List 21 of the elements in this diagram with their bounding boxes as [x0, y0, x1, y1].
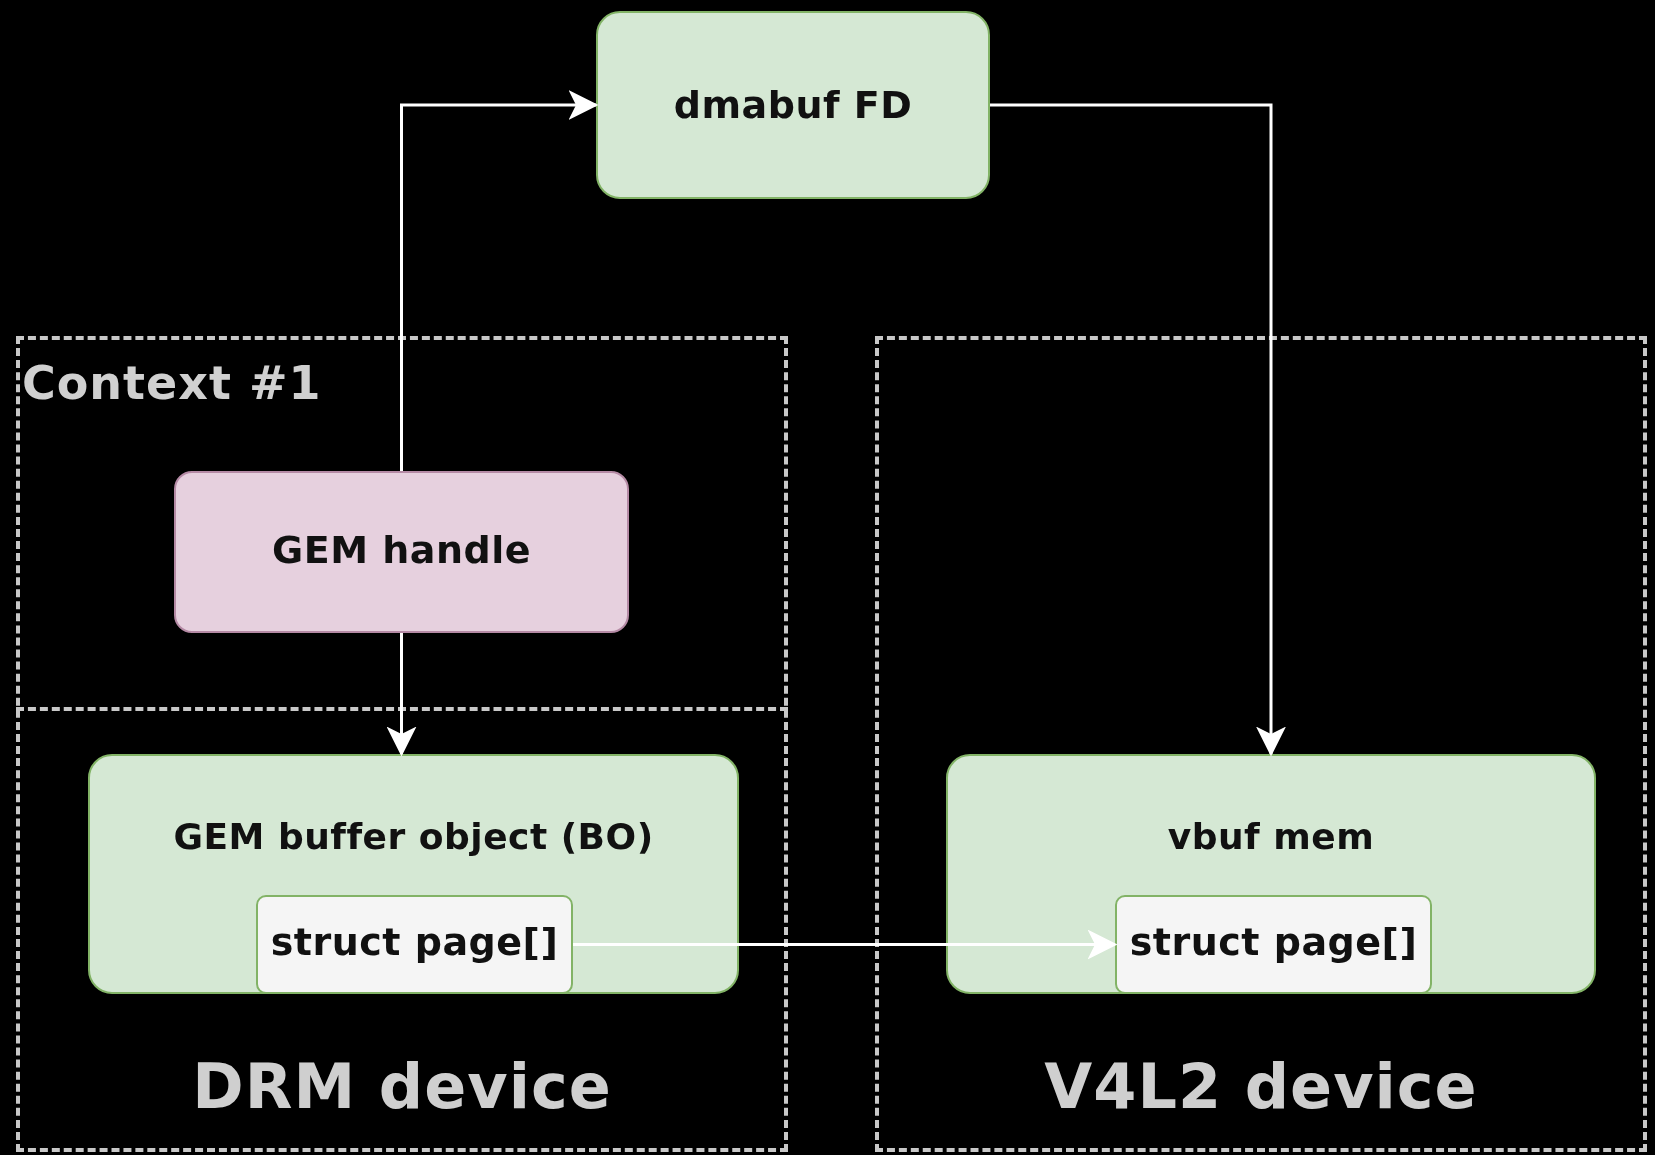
struct-box: [1115, 895, 1432, 994]
region-title: Context #1: [22, 356, 322, 410]
arrow: [386, 633, 417, 757]
box-label: GEM handle: [271, 528, 532, 572]
arrow: [573, 929, 1118, 960]
region-title: V4L2 device: [1043, 1050, 1479, 1123]
struct-box: [256, 895, 573, 994]
handle-box: [174, 471, 629, 633]
region-title: DRM device: [191, 1050, 613, 1123]
process-box: [596, 11, 990, 199]
box-label: vbuf mem: [1166, 816, 1376, 857]
device-region: [875, 336, 1647, 1152]
box-label: struct page[]: [1128, 920, 1419, 964]
arrow: [990, 103, 1286, 757]
box-label: dmabuf FD: [672, 83, 914, 127]
process-box: [88, 754, 739, 994]
process-box: [946, 754, 1596, 994]
box-label: struct page[]: [269, 920, 560, 964]
arrow: [400, 90, 599, 471]
box-label: GEM buffer object (BO): [172, 816, 655, 857]
device-region: [16, 336, 788, 1152]
